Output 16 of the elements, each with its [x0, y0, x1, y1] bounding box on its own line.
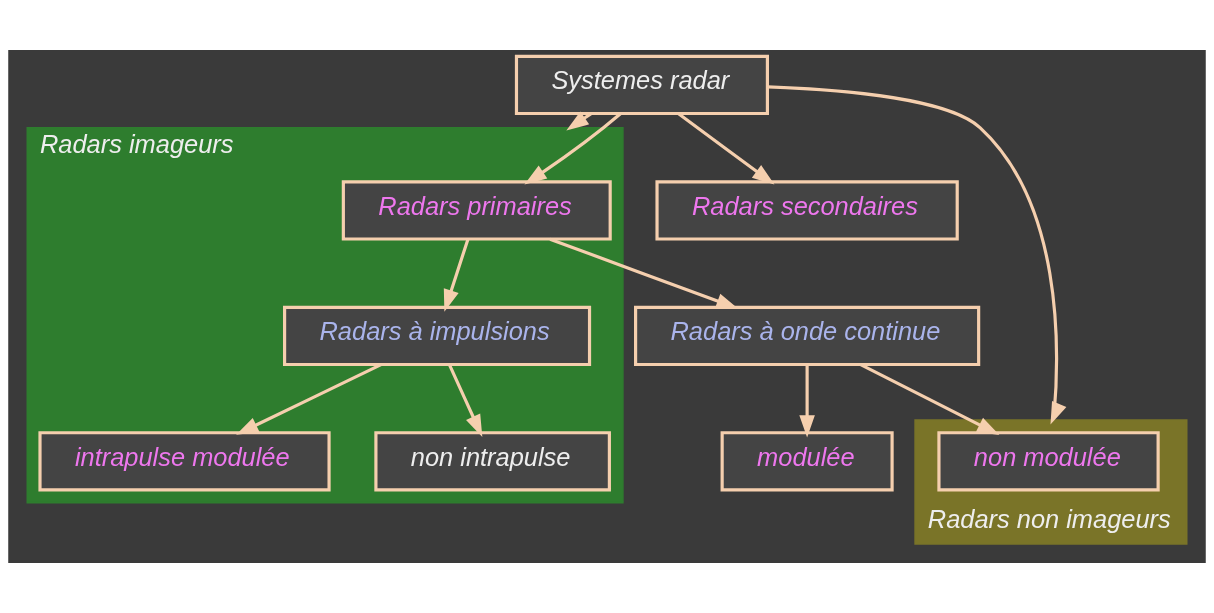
- node-box: non intrapulse: [374, 431, 611, 492]
- arrow: [767, 85, 1067, 425]
- node-box: modulée: [720, 431, 894, 492]
- node-box: Radars primaires: [341, 180, 612, 241]
- arrow: [236, 363, 382, 435]
- arrow: [677, 112, 775, 185]
- node-box: non modulée: [937, 431, 1160, 492]
- node-box: Radars à onde continue: [634, 305, 981, 367]
- arrow: [447, 363, 483, 438]
- node-box: Systemes radar: [514, 54, 769, 116]
- node-box: Radars secondaires: [655, 180, 959, 241]
- node-box: Radars à impulsions: [283, 305, 592, 367]
- arrow: [859, 363, 1000, 435]
- arrow: [443, 238, 470, 312]
- node-box: intrapulse modulée: [38, 431, 331, 492]
- arrow: [799, 364, 815, 438]
